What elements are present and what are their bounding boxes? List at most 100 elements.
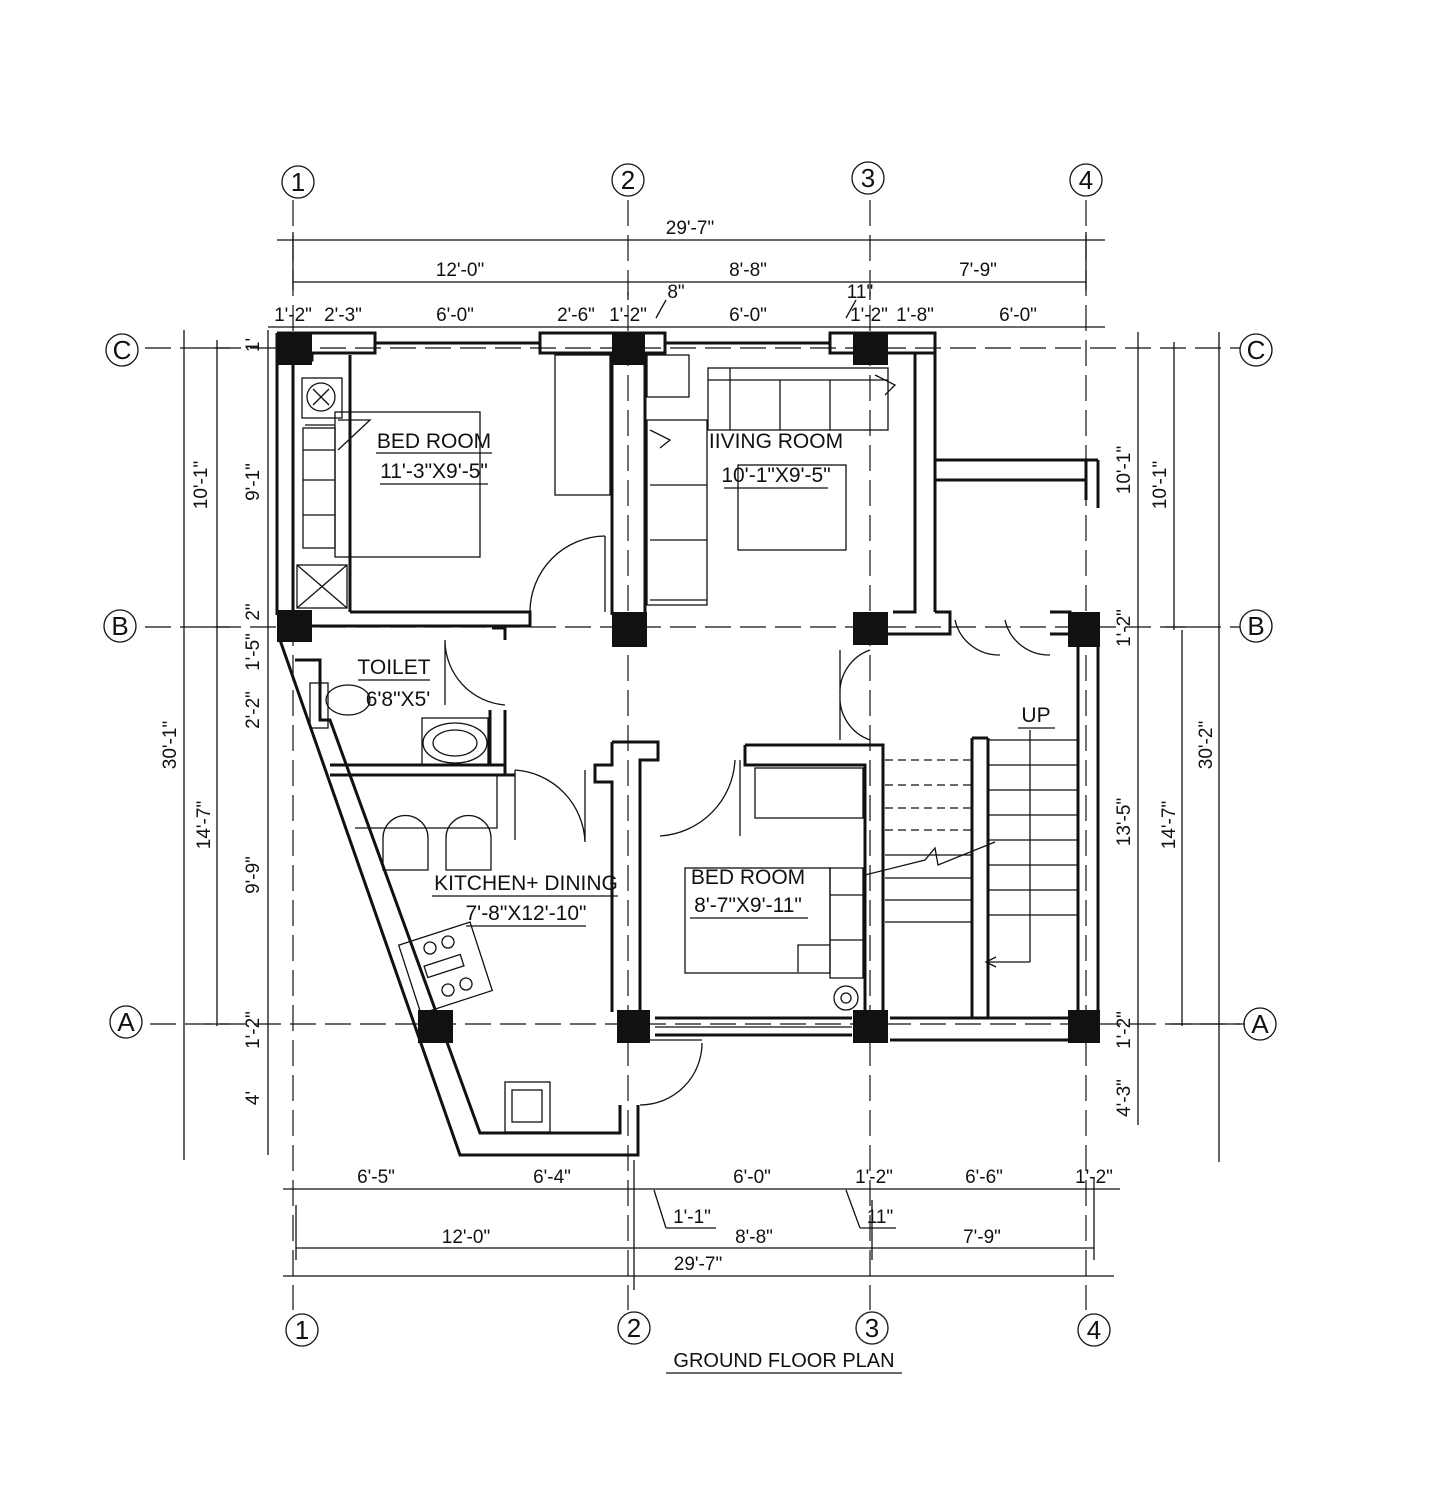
dim-right-inner-3: 13'-5" [1114,798,1135,846]
dimension-lines-bottom [283,1160,1120,1290]
dim-top-opening-4: 2'-6" [557,305,595,326]
dim-top-opening-1: 1'-2" [274,305,312,326]
grid-label-top-1: 1 [291,167,305,197]
column-c3 [853,333,888,365]
grid-label-left-c: C [113,335,132,365]
room-size-living: 10'-1"X9'-5" [721,464,830,487]
dim-left-inner-3: 2" [243,603,264,620]
dim-left-mid-1: 10'-1" [191,461,212,509]
dim-bottom-opening-1: 6'-5" [357,1167,395,1188]
room-name-living: IIVING ROOM [709,430,843,453]
column-a3 [853,1010,888,1043]
dim-left-inner-2: 9'-1" [243,463,264,501]
dim-top-small-b: 11" [847,282,873,303]
doors [444,535,1051,1106]
room-size-bedroom-2: 8'-7"X9'-11" [694,894,802,917]
dim-top-bay-1: 12'-0" [436,260,484,281]
grid-label-left-a: A [117,1007,135,1037]
dim-top-bay-2: 8'-8" [729,260,767,281]
dim-right-inner-1: 10'-1" [1114,446,1135,494]
dimension-texts-right: 10'-1" 10'-1" 1'-2" 30'-2" 13'-5" 14'-7"… [1114,446,1217,1117]
wc-bowl [325,684,371,716]
grid-label-bottom-3: 3 [865,1313,879,1343]
column-a1 [418,1010,453,1043]
door-kitchen-outside [639,1039,703,1106]
shaft-box [296,564,348,609]
dim-left-inner-7: 1'-2" [243,1011,264,1049]
door-bedroom-1 [529,535,606,613]
room-size-kitchen: 7'-8"X12'-10" [466,902,587,925]
door-kitchen [514,769,586,843]
grid-bubble-labels: 1 2 3 4 1 2 3 4 C B A C B A [111,163,1269,1345]
ceiling-fan-icon-2 [833,985,859,1011]
kitchen-sink [504,1081,551,1133]
dim-left-inner-6: 9'-9" [243,856,264,894]
furniture [296,354,897,1133]
dim-bottom-opening-4: 1'-2" [855,1167,893,1188]
room-name-toilet: TOILET [357,656,430,679]
sofa-side [646,419,708,606]
dim-top-opening-6: 6'-0" [729,305,767,326]
dim-bottom-opening-6: 1'-2" [1075,1167,1113,1188]
dimension-lines-right [1137,332,1245,1162]
room-name-kitchen: KITCHEN+ DINING [434,872,618,895]
grid-label-bottom-1: 1 [295,1315,309,1345]
column-b1 [277,610,312,642]
door-entry-double [954,619,1051,656]
dimension-texts-left: 10'-1" 30'-1" 14'-7" 1' 9'-1" 2" 1'-5" 2… [160,338,264,1105]
dining-chair-1 [382,814,429,871]
dimension-texts-top: 29'-7" 12'-0" 8'-8" 7'-9" 8" 11" 1'-2" 2… [274,218,1037,326]
dim-bottom-bay-3: 7'-9" [963,1227,1001,1248]
grid-label-bottom-2: 2 [627,1313,641,1343]
dim-bottom-opening-2: 6'-4" [533,1167,571,1188]
dim-left-inner-1: 1' [243,338,264,352]
grid-label-right-a: A [1251,1009,1269,1039]
dim-right-inner-5: 4'-3" [1114,1079,1135,1117]
dim-top-small-a: 8" [667,282,684,303]
dim-bottom-opening-5: 6'-6" [965,1167,1003,1188]
table-living [737,464,847,551]
walls [275,331,1100,1157]
dim-top-opening-7: 1'-2" [850,305,888,326]
wardrobe-2 [754,767,864,819]
dim-bottom-small-a: 1'-1" [673,1207,711,1228]
room-name-bedroom-1: BED ROOM [377,430,491,453]
dim-top-overall: 29'-7" [666,218,714,239]
dim-top-opening-3: 6'-0" [436,305,474,326]
room-labels: BED ROOM 11'-3"X9'-5" IIVING ROOM 10'-1"… [357,430,1055,927]
stair-up-label: UP [1021,704,1050,727]
door-toilet [444,639,506,706]
dim-top-opening-2: 2'-3" [324,305,362,326]
door-bedroom-2 [659,759,741,837]
grid-label-right-c: C [1247,335,1266,365]
column-b2 [612,612,647,647]
dim-top-bay-3: 7'-9" [959,260,997,281]
dimension-lines-top [268,232,1105,328]
dim-top-opening-9: 6'-0" [999,305,1037,326]
dimension-lines-left [183,330,269,1160]
column-a4 [1068,1010,1100,1043]
grid-label-top-4: 4 [1079,165,1093,195]
wash-basin [422,722,488,764]
dim-top-opening-5: 1'-2" [609,305,647,326]
dim-left-outer: 30'-1" [160,721,181,769]
door-living-double [839,649,871,741]
ceiling-fan-icon [306,382,336,412]
sofa-living [707,367,889,431]
dim-bottom-bay-2: 8'-8" [735,1227,773,1248]
dim-left-inner-5: 2'-2" [243,691,264,729]
dim-right-inner-4: 1'-2" [1114,1011,1135,1049]
room-size-bedroom-1: 11'-3"X9'-5" [380,460,488,483]
dim-right-mid-2: 14'-7" [1159,801,1180,849]
staircase [864,730,1078,968]
dim-right-outer: 30'-2" [1196,721,1217,769]
grid-label-top-2: 2 [621,165,635,195]
dim-bottom-opening-3: 6'-0" [733,1167,771,1188]
dimension-texts-bottom: 6'-5" 6'-4" 6'-0" 1'-2" 6'-6" 1'-2" 1'-1… [357,1167,1113,1275]
dim-left-mid-2: 14'-7" [194,801,215,849]
dim-bottom-bay-1: 12'-0" [442,1227,490,1248]
dim-right-mid-1: 10'-1" [1150,461,1171,509]
grid-label-left-b: B [111,611,128,641]
column-a2 [617,1010,650,1043]
dim-bottom-overall: 29'-7" [674,1254,722,1275]
